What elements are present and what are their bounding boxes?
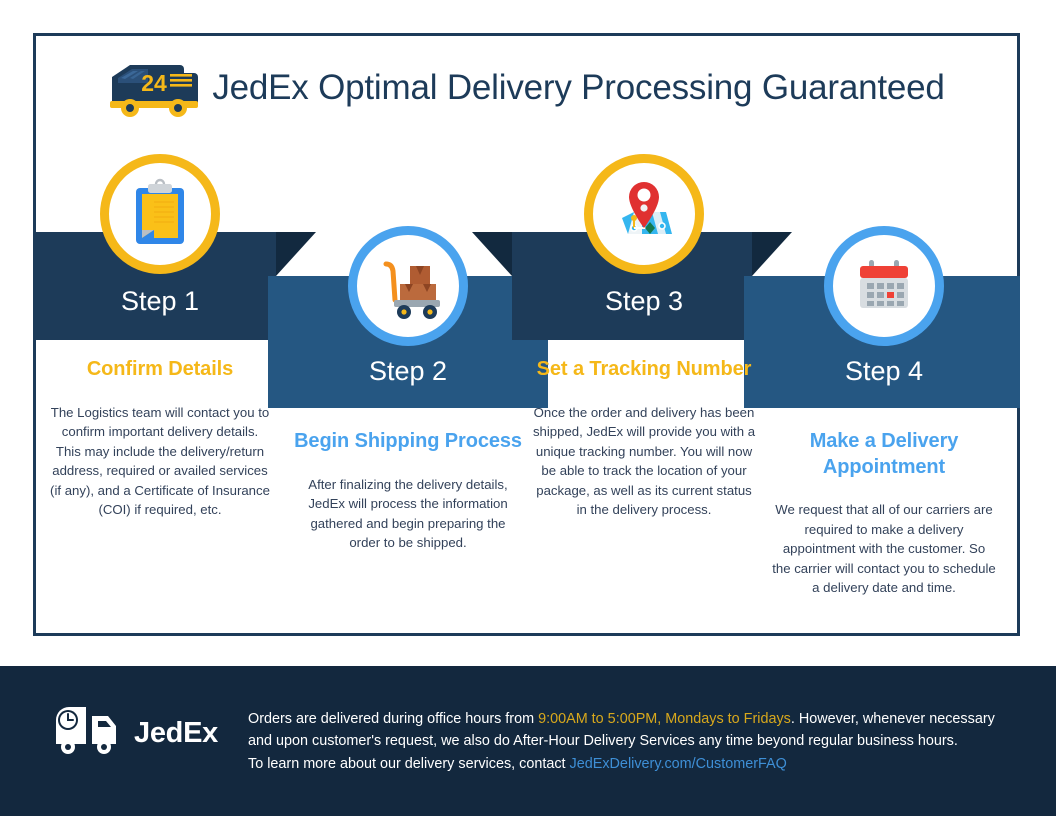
- svg-text:24: 24: [142, 70, 168, 96]
- footer-line-2: and upon customer's request, we also do …: [248, 733, 958, 750]
- step-2-number: Step 2: [368, 356, 448, 386]
- step-column-2: Step 2 Begin Shipping Process After fina…: [284, 0, 532, 553]
- footer-line-1: Orders are delivered during office hours…: [248, 708, 995, 730]
- step-2-body: After finalizing the delivery details, J…: [308, 476, 508, 551]
- page-footer: JedEx Orders are delivered during office…: [0, 666, 1056, 816]
- clipboard-icon: [124, 178, 196, 250]
- step-4-badge: [824, 226, 944, 346]
- step-column-1: Step 1 Confirm Details The Logistics tea…: [36, 0, 284, 520]
- step-3-badge: [584, 154, 704, 274]
- step-1-number: Step 1: [120, 286, 200, 316]
- footer-brand-name: JedEx: [134, 717, 218, 749]
- step-1-badge: [100, 154, 220, 274]
- step-1-body: The Logistics team will contact you to c…: [50, 404, 270, 518]
- step-column-3: Step 3 Set a Tracking Number Once the or…: [520, 0, 768, 520]
- steps-container: Step 1 Confirm Details The Logistics tea…: [36, 0, 1008, 598]
- step-column-4: Step 4 Make a Delivery Appointment We re…: [760, 0, 1008, 598]
- step-4-heading: Make a Delivery Appointment: [809, 430, 959, 478]
- footer-office-hours-highlight: 9:00AM to 5:00PM, Mondays to Fridays: [538, 711, 791, 727]
- page-title: JedEx Optimal Delivery Processing Guaran…: [212, 68, 945, 107]
- step-4-body: We request that all of our carriers are …: [772, 502, 996, 596]
- step-3-number: Step 3: [604, 286, 684, 316]
- calendar-icon: [848, 250, 920, 322]
- package-cart-icon: [372, 250, 444, 322]
- footer-brand: JedEx: [52, 706, 248, 761]
- step-3-body: Once the order and delivery has been shi…: [532, 404, 756, 518]
- step-3-heading: Set a Tracking Number: [536, 358, 752, 380]
- customer-faq-link[interactable]: JedExDelivery.com/CustomerFAQ: [569, 755, 787, 772]
- footer-text: Orders are delivered during office hours…: [248, 708, 995, 775]
- step-2-badge: [348, 226, 468, 346]
- page-header: 24 JedEx Optimal Delivery Processing Gua…: [33, 36, 1020, 140]
- truck-clock-icon: [52, 706, 124, 761]
- step-1-heading: Confirm Details: [86, 358, 234, 380]
- step-2-heading: Begin Shipping Process: [294, 430, 522, 452]
- map-pin-icon: [608, 178, 680, 250]
- step-4-number: Step 4: [844, 356, 924, 386]
- footer-line-3: To learn more about our delivery service…: [248, 753, 995, 775]
- footer-line-1-before: Orders are delivered during office hours…: [248, 711, 539, 727]
- footer-line-3-before: To learn more about our delivery service…: [248, 755, 570, 772]
- delivery-van-24h-icon: 24: [108, 57, 200, 119]
- footer-line-1-after: . However, whenever necessary: [790, 711, 995, 727]
